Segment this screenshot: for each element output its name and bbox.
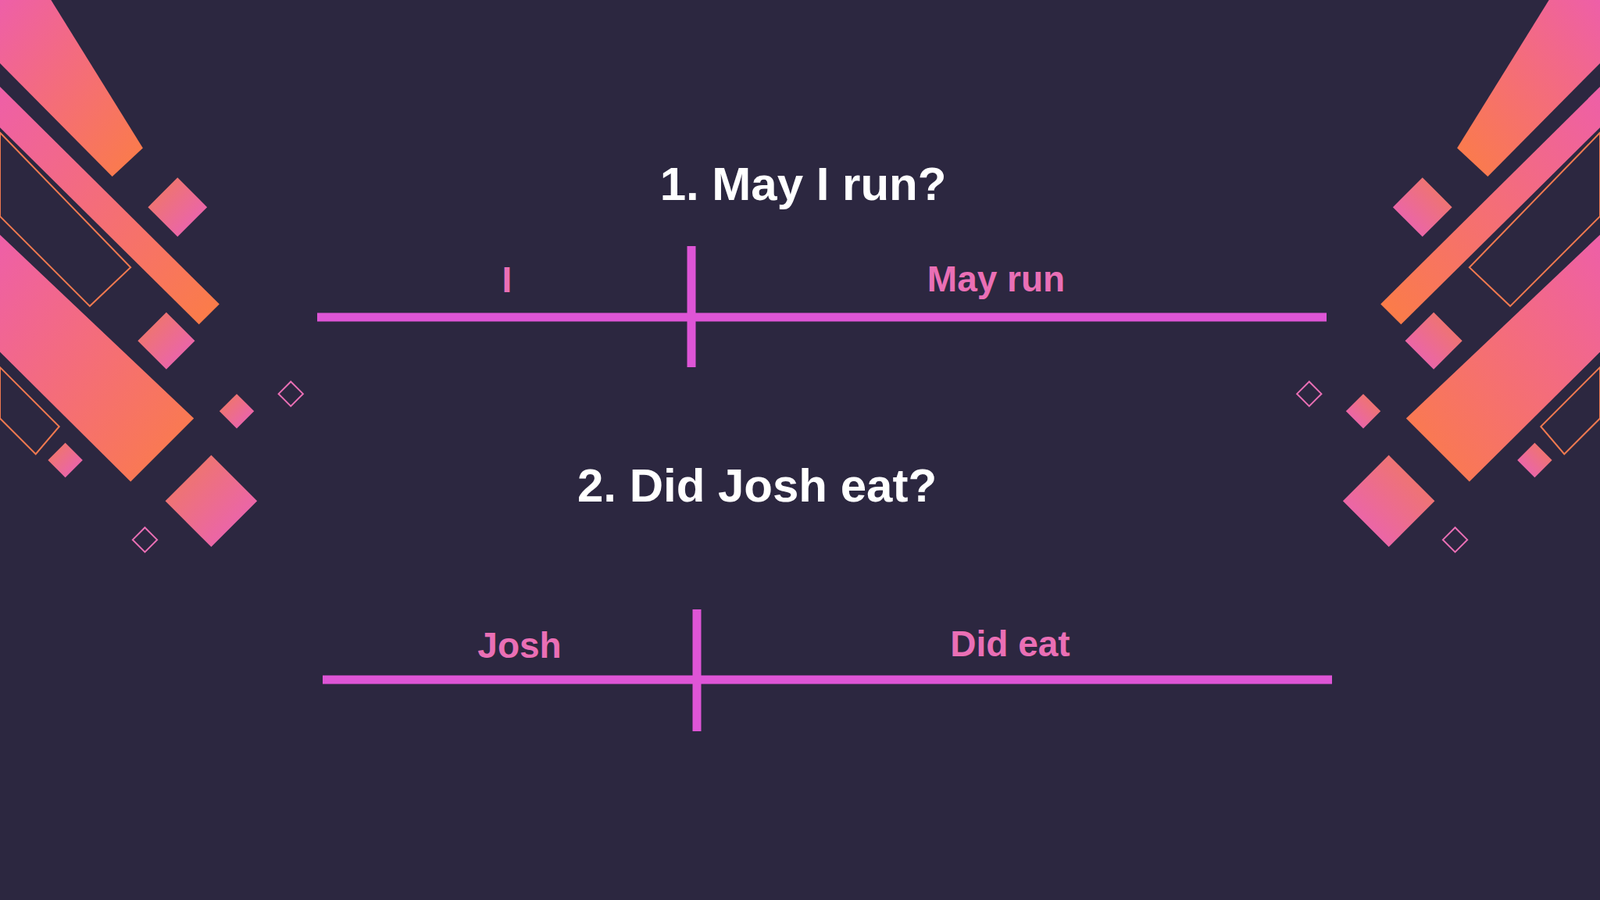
base-line [322,675,1333,685]
left-decoration [0,0,304,553]
divider-line [687,246,697,368]
predicate-words: Did eat [950,624,1070,665]
question-sentence: 2. Did Josh eat? [577,460,937,512]
base-line [317,313,1327,322]
question-sentence: 1. May I run? [660,158,947,211]
subject-word: Josh [477,625,561,666]
diagram-lines [317,246,1333,732]
subject-word: I [502,260,513,300]
predicate-words: May run [927,259,1065,300]
right-decoration [1296,0,1600,553]
divider-line [692,609,702,732]
